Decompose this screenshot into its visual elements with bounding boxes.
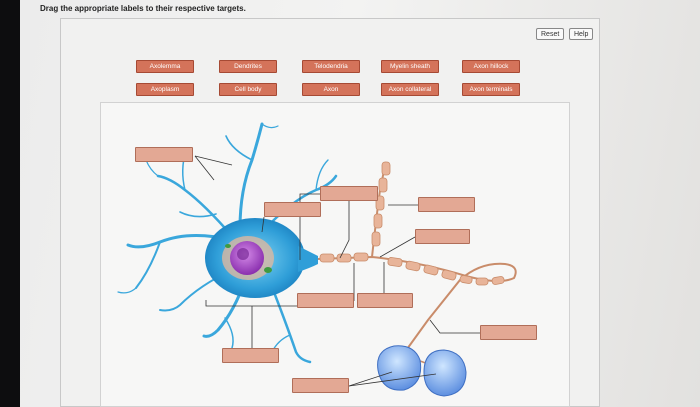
monitor-bezel <box>0 0 20 407</box>
axon-hillock <box>298 246 318 272</box>
label-axolemma[interactable]: Axolemma <box>136 60 194 73</box>
label-cell-body[interactable]: Cell body <box>219 83 277 96</box>
drop-target-3[interactable] <box>320 186 378 201</box>
reset-button[interactable]: Reset <box>536 28 565 40</box>
drop-target-5[interactable] <box>415 229 470 244</box>
drop-target-9[interactable] <box>222 348 279 363</box>
help-button[interactable]: Help <box>569 28 594 40</box>
label-axon-collateral[interactable]: Axon collateral <box>381 83 439 96</box>
organelle <box>225 244 231 248</box>
axon-terminals <box>377 345 467 397</box>
nucleolus <box>237 248 249 260</box>
label-telodendria[interactable]: Telodendria <box>302 60 360 73</box>
drop-target-7[interactable] <box>357 293 413 308</box>
organelle <box>264 267 272 273</box>
drop-target-6[interactable] <box>297 293 354 308</box>
instruction-text: Drag the appropriate labels to their res… <box>40 4 246 13</box>
drop-target-4[interactable] <box>418 197 475 212</box>
axon <box>317 161 517 357</box>
label-axon[interactable]: Axon <box>302 83 360 96</box>
label-axon-hillock[interactable]: Axon hillock <box>462 60 520 73</box>
drop-target-2[interactable] <box>264 202 321 217</box>
label-dendrites[interactable]: Dendrites <box>219 60 277 73</box>
label-axon-terminals[interactable]: Axon terminals <box>462 83 520 96</box>
label-axoplasm[interactable]: Axoplasm <box>136 83 194 96</box>
drop-target-10[interactable] <box>292 378 349 393</box>
drop-target-1[interactable] <box>135 147 193 162</box>
label-myelin-sheath[interactable]: Myelin sheath <box>381 60 439 73</box>
dendrites <box>117 122 338 364</box>
drop-target-8[interactable] <box>480 325 537 340</box>
